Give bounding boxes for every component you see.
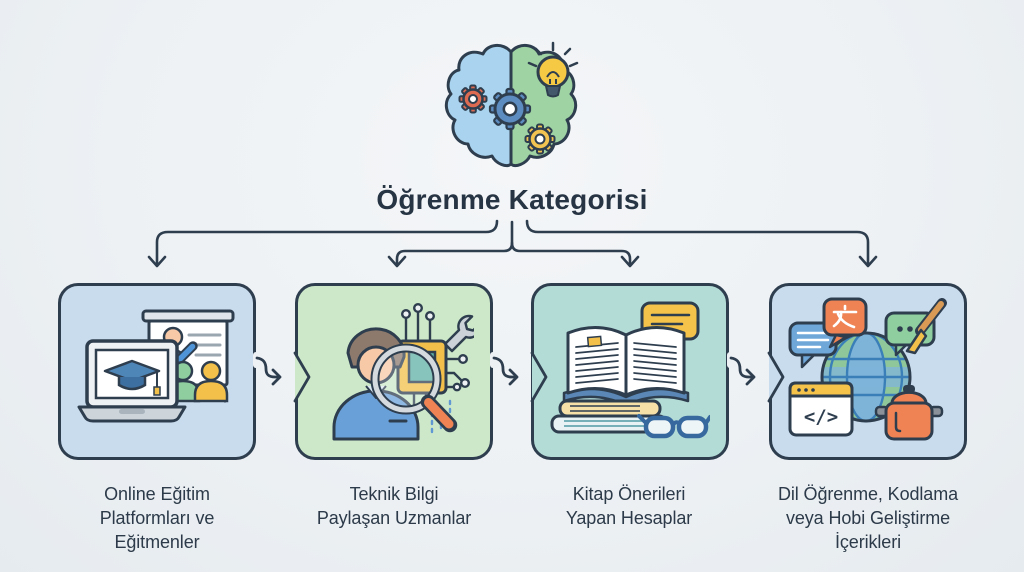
open-book-speech-bubble-glasses-icon <box>550 301 710 438</box>
laptop-graduation-presentation-icon <box>77 309 235 422</box>
category-label: Kitap Önerileri Yapan Hesaplar <box>565 484 693 528</box>
language-bubble-icon <box>822 297 868 348</box>
blue-gear-icon <box>488 87 532 131</box>
category-box <box>295 283 493 460</box>
chevron-notch <box>295 353 309 401</box>
expert-chip-magnifier-wrench-icon <box>332 302 474 440</box>
flow-arrow-1 <box>253 351 311 403</box>
category-label: Dil Öğrenme, Kodlama veya Hobi Geliştirm… <box>777 484 959 552</box>
category-box <box>58 283 256 460</box>
yellow-gear-icon <box>524 123 556 155</box>
glasses-icon <box>637 413 710 438</box>
category-label: Teknik Bilgi Paylaşan Uzmanlar <box>316 484 472 528</box>
chevron-notch <box>532 353 546 401</box>
graduation-cap-icon <box>103 359 161 396</box>
category-box: </> <box>769 283 967 460</box>
svg-text:</>: </> <box>804 406 838 428</box>
category-box <box>531 283 729 460</box>
flow-arrow-2 <box>490 351 548 403</box>
page-title: Öğrenme Kategorisi <box>376 184 648 215</box>
connector-tree <box>147 219 878 268</box>
code-window-icon: </> <box>788 381 854 436</box>
open-book-icon <box>562 325 690 406</box>
magnifier-icon <box>370 343 458 432</box>
book-stack-icon <box>550 399 668 433</box>
lightbulb-icon <box>527 41 579 98</box>
chevron-notch <box>769 353 783 401</box>
laptop-icon <box>77 338 187 422</box>
flow-arrow-3 <box>727 351 785 403</box>
paintbrush-icon <box>905 297 947 354</box>
wrench-icon <box>443 314 474 352</box>
brain-gears-lightbulb-icon <box>444 41 579 168</box>
globe-language-code-paintbrush-pot-icon: </> <box>788 297 947 440</box>
cooking-pot-icon <box>874 384 944 440</box>
red-gear-icon <box>458 84 488 114</box>
category-label: Online Eğitim Platformları ve Eğitmenler <box>99 484 215 552</box>
